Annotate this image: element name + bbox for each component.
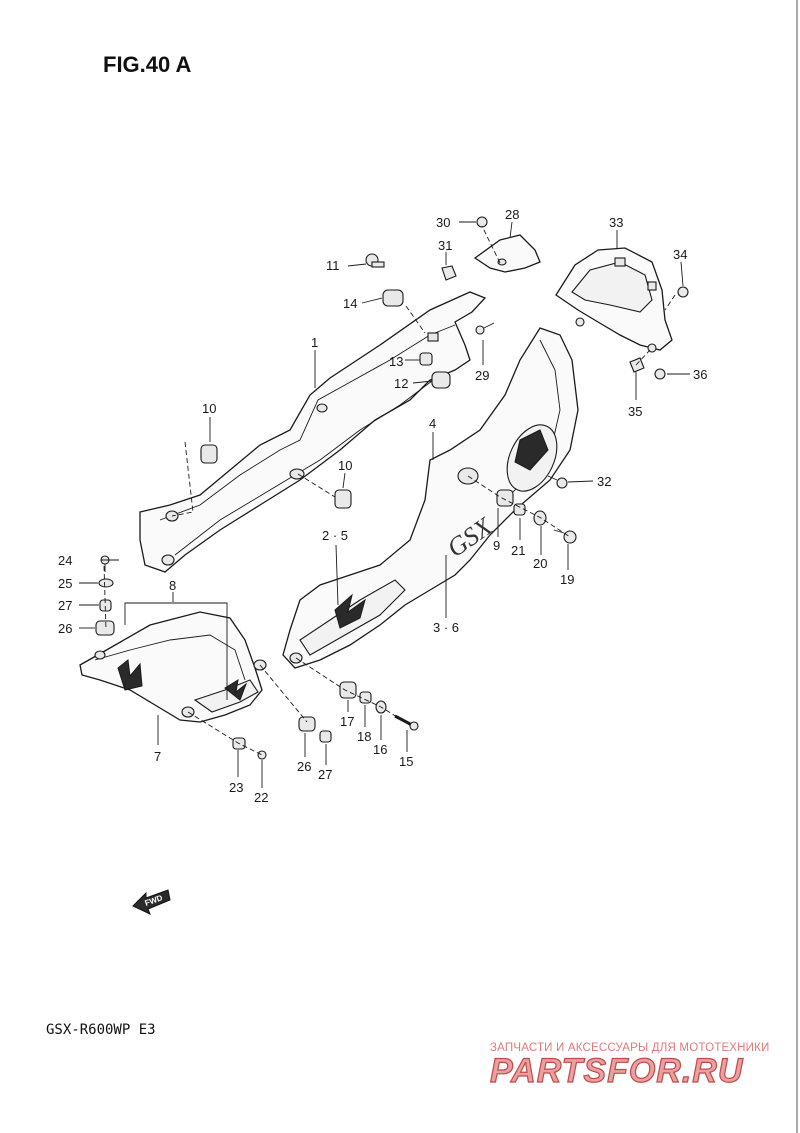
callout-16: 16	[373, 742, 387, 757]
screw-36	[654, 368, 666, 380]
callout-30: 30	[436, 215, 450, 230]
leader-lines	[79, 221, 690, 788]
callout-10b: 10	[338, 458, 352, 473]
callout-15: 15	[399, 754, 413, 769]
callout-25: 25	[58, 576, 72, 591]
callout-12: 12	[394, 376, 408, 391]
callout-10a: 10	[202, 401, 216, 416]
bolt-19	[553, 529, 577, 544]
forward-arrow-icon: FWD	[132, 889, 171, 915]
callout-32: 32	[597, 474, 611, 489]
collar-27b	[319, 730, 332, 743]
callout-27b: 27	[318, 767, 332, 782]
callout-22: 22	[254, 790, 268, 805]
tail-cover-part-33	[555, 247, 673, 353]
callout-1: 1	[311, 335, 318, 350]
callout-9: 9	[493, 538, 500, 553]
callout-18: 18	[357, 729, 371, 744]
callout-24: 24	[58, 553, 72, 568]
callout-2-5: 2 · 5	[322, 528, 348, 543]
callout-29: 29	[475, 368, 489, 383]
screw-34	[677, 286, 689, 298]
small-cover-part-28	[473, 234, 541, 273]
screw-29	[475, 322, 495, 335]
bolt-11	[365, 253, 385, 268]
callout-20: 20	[533, 556, 547, 571]
screw-30	[476, 216, 488, 228]
screw-24	[100, 555, 110, 572]
watermark-brand: PARTSFOR.RU	[490, 1052, 744, 1090]
grommet-10a	[200, 444, 218, 464]
callout-14: 14	[343, 296, 357, 311]
callout-36: 36	[693, 367, 707, 382]
side-cover-part-3-4-6: GSX	[282, 327, 579, 669]
callout-11: 11	[326, 258, 340, 273]
cushion-14	[382, 289, 404, 307]
bolt-32	[547, 475, 568, 489]
cushion-26b	[298, 716, 316, 732]
callout-35: 35	[628, 404, 642, 419]
callout-8: 8	[169, 578, 176, 593]
callout-34: 34	[673, 247, 687, 262]
callout-19: 19	[560, 572, 574, 587]
callout-31: 31	[438, 238, 452, 253]
figure-title: FIG.40 A	[103, 52, 192, 77]
cushion-9	[496, 489, 514, 507]
grommet-10b	[334, 489, 352, 509]
callout-33: 33	[609, 215, 623, 230]
watermark-tagline: ЗАПЧАСТИ И АКСЕССУАРЫ ДЛЯ МОТОТЕХНИКИ	[490, 1042, 770, 1054]
callout-26b: 26	[297, 759, 311, 774]
callout-7: 7	[154, 749, 161, 764]
callout-28: 28	[505, 207, 519, 222]
callout-labels: 1 2 · 5 3 · 6 4 7 8 9 10 10 11 12 13 14 …	[58, 207, 707, 805]
washer-25	[98, 578, 114, 588]
callout-4: 4	[429, 416, 436, 431]
clip-31	[441, 265, 457, 281]
callout-26a: 26	[58, 621, 72, 636]
cushion-17	[339, 681, 357, 699]
callout-13: 13	[389, 354, 403, 369]
washer-20	[533, 510, 547, 526]
callout-21: 21	[511, 543, 525, 558]
callout-27a: 27	[58, 598, 72, 613]
callout-23: 23	[229, 780, 243, 795]
dashed-assembly-lines	[103, 225, 676, 756]
model-code: GSX-R600WP E3	[46, 1022, 156, 1038]
callout-17: 17	[340, 714, 354, 729]
callout-3-6: 3 · 6	[433, 620, 459, 635]
lower-cover-part-7-8	[79, 611, 267, 723]
cushion-26a	[95, 620, 115, 636]
clip-35	[629, 357, 645, 373]
cushion-12	[431, 371, 451, 389]
collar-13	[419, 352, 433, 366]
screw-22	[257, 750, 267, 760]
collar-21	[513, 503, 526, 516]
